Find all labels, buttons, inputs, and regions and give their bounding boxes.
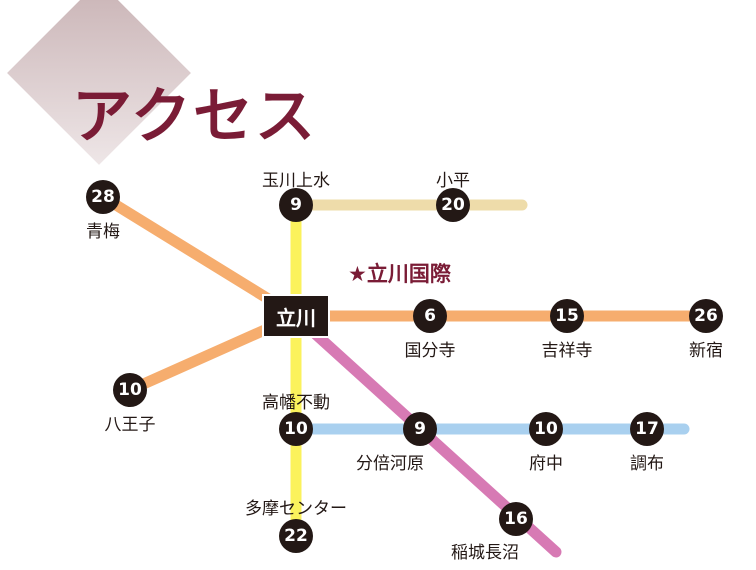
- station-node-kichijoji: 15: [550, 299, 584, 333]
- station-node-kodaira: 20: [436, 188, 470, 222]
- station-node-oume: 28: [86, 180, 120, 214]
- station-node-tamagawajosui: 9: [279, 188, 313, 222]
- station-label-shinjuku: 新宿: [689, 341, 723, 361]
- station-label-kokubunji: 国分寺: [404, 341, 456, 361]
- station-label-fuchu: 府中: [529, 454, 563, 474]
- station-node-tamacenter: 22: [279, 519, 313, 553]
- station-label-oume: 青梅: [86, 222, 120, 242]
- station-node-hachioji: 10: [113, 373, 147, 407]
- destination-label: ★立川国際: [348, 262, 451, 286]
- page-title: アクセス: [72, 82, 317, 152]
- station-label-tamagawajosui: 玉川上水: [262, 171, 330, 191]
- station-node-bubaigawara: 9: [403, 412, 437, 446]
- station-label-bubaigawara: 分倍河原: [356, 454, 424, 474]
- station-node-inagi: 16: [499, 502, 533, 536]
- station-node-takahatafudo: 10: [279, 412, 313, 446]
- station-label-hachioji: 八王子: [104, 415, 156, 435]
- station-label-chofu: 調布: [630, 454, 664, 474]
- station-label-inagi: 稲城長沼: [451, 543, 519, 563]
- station-node-shinjuku: 26: [689, 299, 723, 333]
- station-node-fuchu: 10: [529, 412, 563, 446]
- hub-station-tachikawa: 立川: [262, 294, 330, 338]
- title-block: アクセス: [0, 0, 330, 210]
- station-label-kichijoji: 吉祥寺: [541, 341, 593, 361]
- station-label-takahatafudo: 高幡不動: [262, 393, 330, 413]
- station-node-kokubunji: 6: [413, 299, 447, 333]
- station-label-tamacenter: 多摩センター: [245, 499, 347, 519]
- station-label-kodaira: 小平: [436, 171, 470, 191]
- station-node-chofu: 17: [630, 412, 664, 446]
